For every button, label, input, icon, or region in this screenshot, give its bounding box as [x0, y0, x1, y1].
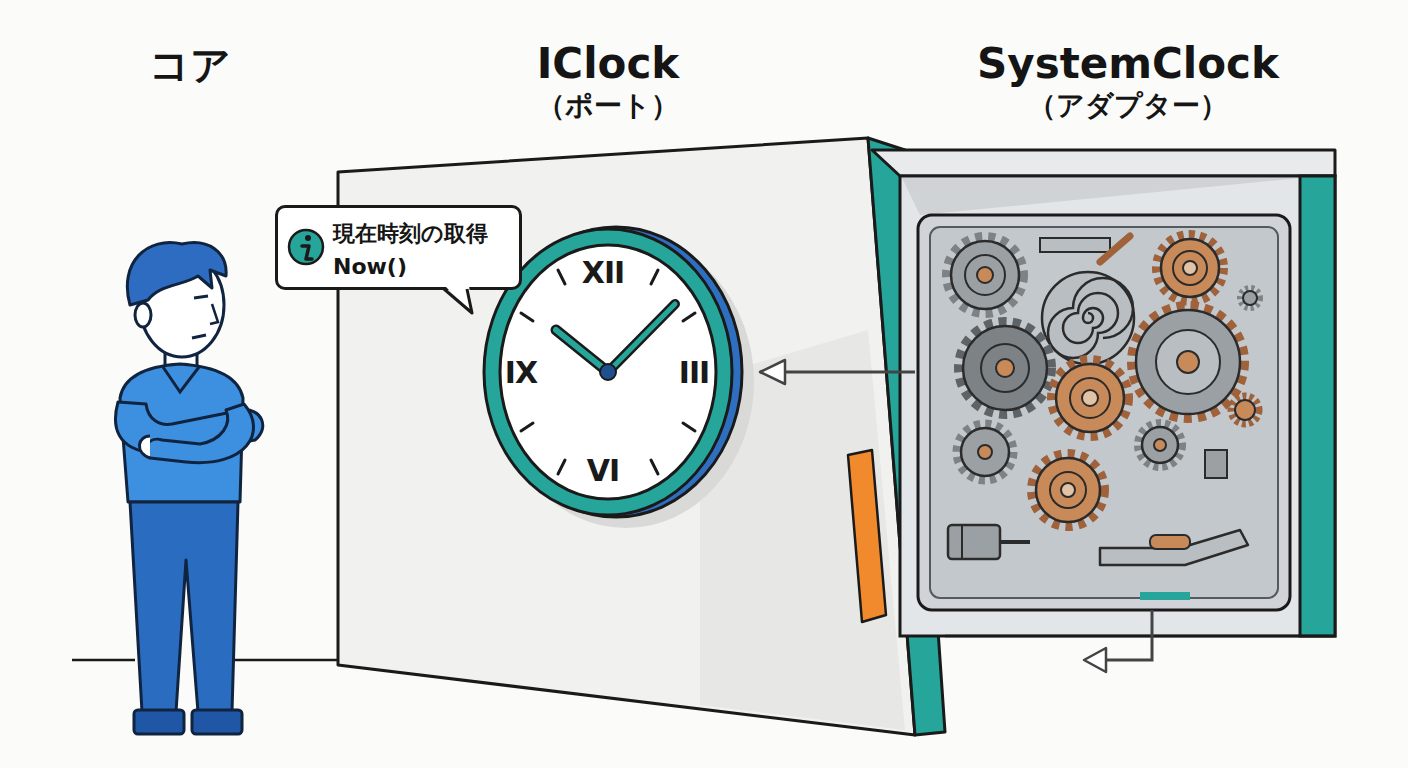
gear [1240, 288, 1260, 308]
person-nose [210, 304, 218, 324]
adapter-compartment [872, 150, 1335, 636]
gear-panel-inner [930, 227, 1278, 598]
clock-numeral: XII [582, 258, 624, 288]
adapter-implementation: SystemClock（アダプター） [915, 40, 1335, 640]
gear [1157, 235, 1223, 301]
panel-accent [1140, 592, 1190, 600]
compartment-edge [1300, 176, 1335, 636]
callout-bubble: 現在時刻の取得 Now() [275, 205, 522, 290]
person-ear [135, 303, 151, 327]
person-hair [127, 243, 226, 305]
wall-clock [484, 227, 754, 528]
bracket-plate [1040, 238, 1110, 252]
core-figure: コア [105, 40, 275, 740]
gear [957, 424, 1013, 480]
gear [1032, 454, 1104, 526]
person-shoe [192, 710, 242, 734]
lever [1100, 236, 1130, 262]
compartment-lid [872, 150, 1335, 176]
node-heading: IClock [537, 40, 680, 88]
node-heading: コア [149, 42, 231, 88]
hour-hand [556, 330, 608, 372]
person-arm [146, 404, 254, 463]
node-heading: SystemClock [977, 40, 1279, 88]
node-subheading: （アダプター） [1028, 90, 1228, 122]
gear [1138, 423, 1182, 467]
motor [948, 525, 1030, 559]
person-pants [130, 502, 238, 712]
gear [1132, 306, 1244, 418]
callout-tail-fill [444, 285, 472, 313]
floor-line [72, 659, 135, 662]
minute-hand [608, 304, 675, 372]
person-shoe [134, 710, 184, 734]
callout-text: 現在時刻の取得 [333, 221, 488, 246]
return-arrow-head [1084, 648, 1106, 672]
hour-hand [556, 330, 608, 372]
clock-numeral: VI [587, 456, 619, 486]
node-subheading: （ポート） [537, 90, 679, 122]
gear-panel [918, 215, 1290, 610]
person-hand [139, 436, 150, 458]
floor-line [232, 659, 338, 662]
return-arrow-line [1104, 610, 1152, 660]
clock-numeral: III [679, 358, 710, 388]
dependency-arrow [760, 371, 915, 374]
info-icon-stem [302, 246, 312, 259]
clock-ticks [521, 270, 695, 474]
gear [1052, 360, 1128, 436]
info-icon [289, 230, 323, 264]
person-collar [163, 367, 199, 392]
callout-text: Now() [333, 254, 407, 279]
port-interface: IClock（ポート） [338, 40, 760, 670]
minute-hand [608, 304, 675, 372]
info-icon-dot [305, 235, 311, 241]
door-flange [848, 450, 886, 622]
person-mouth [192, 335, 206, 338]
clock-numeral: IX [505, 358, 537, 388]
linkage-pin [1150, 535, 1190, 549]
gear [1231, 396, 1259, 424]
gear [959, 322, 1051, 414]
component-block [1205, 450, 1227, 478]
gear [947, 237, 1023, 313]
base-line [945, 635, 1335, 638]
linkage-arm [1100, 530, 1248, 565]
person-figure [116, 243, 263, 734]
clock-face [500, 245, 716, 499]
callout-tail [444, 289, 472, 313]
clock-pivot [600, 364, 616, 380]
spiral-spring [1042, 272, 1134, 364]
compartment-shade [902, 178, 1300, 215]
person-eye [194, 296, 208, 298]
compartment-box [900, 176, 1335, 636]
